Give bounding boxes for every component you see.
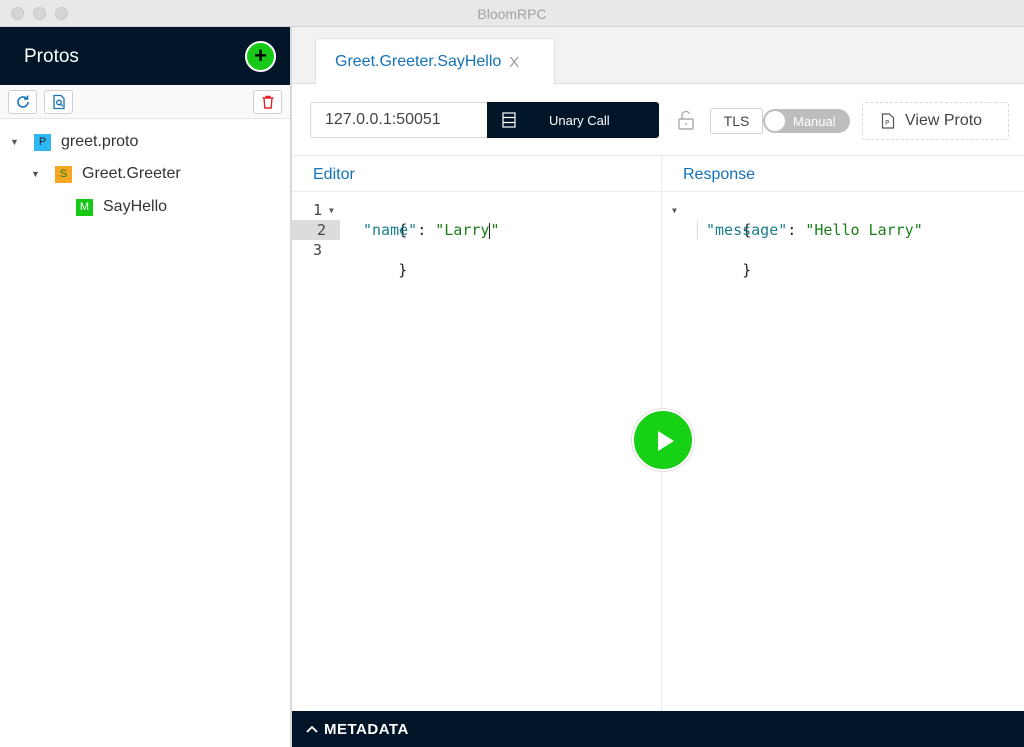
delete-all-button[interactable] xyxy=(253,90,282,114)
proto-badge-icon: P xyxy=(34,133,51,151)
indent-guide xyxy=(697,221,698,239)
code-line: { xyxy=(742,221,752,239)
sidebar-title: Protos xyxy=(24,46,79,67)
tree-item-sayhello[interactable]: M SayHello xyxy=(76,195,167,219)
minimize-window-button[interactable] xyxy=(33,7,46,20)
unlock-icon xyxy=(678,110,694,130)
reload-protos-button[interactable] xyxy=(8,90,37,114)
code-line: "message": "Hello Larry" xyxy=(706,221,923,239)
metadata-panel-toggle[interactable]: METADATA xyxy=(292,711,1024,747)
view-proto-button[interactable]: P View Proto xyxy=(862,102,1009,140)
close-tab-icon[interactable]: X xyxy=(509,53,520,71)
play-icon xyxy=(658,431,674,451)
tree-item-greet-greeter[interactable]: ▼ S Greet.Greeter xyxy=(31,162,181,186)
metadata-label: METADATA xyxy=(324,720,409,738)
tree-item-label: Greet.Greeter xyxy=(82,165,181,182)
line-number: 3 xyxy=(312,241,322,259)
sidebar-header: Protos + xyxy=(0,27,290,85)
tab-bar: Greet.Greeter.SayHello X xyxy=(292,27,1024,85)
editor-header: Editor xyxy=(292,155,661,192)
tab-label: Greet.Greeter.SayHello xyxy=(335,53,502,70)
trash-icon xyxy=(262,95,273,109)
tree-item-label: SayHello xyxy=(103,198,168,215)
server-icon xyxy=(502,112,516,128)
response-title: Response xyxy=(683,166,756,183)
svg-text:P: P xyxy=(885,119,889,127)
file-search-icon xyxy=(52,94,65,110)
file-icon: P xyxy=(881,113,895,129)
server-address-input[interactable] xyxy=(310,102,488,138)
add-proto-button[interactable]: + xyxy=(245,41,276,72)
request-editor[interactable]: 1 ▼ 2 3 { "name": "Larry" } xyxy=(292,192,661,711)
tab-greet-greeter-sayhello[interactable]: Greet.Greeter.SayHello X xyxy=(315,38,555,85)
tree-item-label: greet.proto xyxy=(61,133,139,150)
tree-item-greet-proto[interactable]: ▼ P greet.proto xyxy=(10,130,138,154)
refresh-icon xyxy=(16,95,29,108)
editor-title: Editor xyxy=(313,166,355,183)
call-type-selector[interactable]: Unary Call xyxy=(487,102,659,138)
chevron-up-icon xyxy=(306,725,318,733)
code-line: } xyxy=(398,261,408,279)
text-cursor xyxy=(489,222,491,239)
response-viewer: ▼ { "message": "Hello Larry" } xyxy=(661,192,1024,711)
caret-down-icon[interactable]: ▼ xyxy=(31,169,40,179)
toggle-label: Manual xyxy=(793,114,836,129)
code-line: } xyxy=(742,261,752,279)
toggle-knob xyxy=(765,111,785,131)
main-panel: Greet.Greeter.SayHello X Unary Call TLS … xyxy=(292,27,1024,747)
call-type-label: Unary Call xyxy=(549,113,610,128)
maximize-window-button[interactable] xyxy=(55,7,68,20)
code-line: { xyxy=(398,221,408,239)
fold-caret-icon[interactable]: ▼ xyxy=(672,206,677,215)
sidebar-toolbar xyxy=(0,85,290,119)
manual-toggle[interactable]: Manual xyxy=(763,109,850,133)
protos-sidebar: Protos + ▼ P greet.proto ▼ S xyxy=(0,27,292,747)
caret-down-icon[interactable]: ▼ xyxy=(10,137,19,147)
view-proto-label: View Proto xyxy=(905,112,983,129)
window-titlebar: BloomRPC xyxy=(0,0,1024,27)
window-title: BloomRPC xyxy=(477,6,547,22)
close-window-button[interactable] xyxy=(11,7,24,20)
request-controls: Unary Call TLS Manual P View Proto xyxy=(292,85,1024,155)
line-number: 1 xyxy=(312,201,322,219)
method-badge-icon: M xyxy=(76,198,93,216)
response-header: Response xyxy=(661,155,1024,192)
run-button[interactable] xyxy=(632,409,694,471)
import-paths-button[interactable] xyxy=(44,90,73,114)
service-badge-icon: S xyxy=(55,165,72,183)
line-number: 2 xyxy=(292,220,340,240)
tls-button[interactable]: TLS xyxy=(710,108,763,134)
fold-caret-icon[interactable]: ▼ xyxy=(329,206,334,215)
code-line: "name": "Larry" xyxy=(363,221,500,239)
